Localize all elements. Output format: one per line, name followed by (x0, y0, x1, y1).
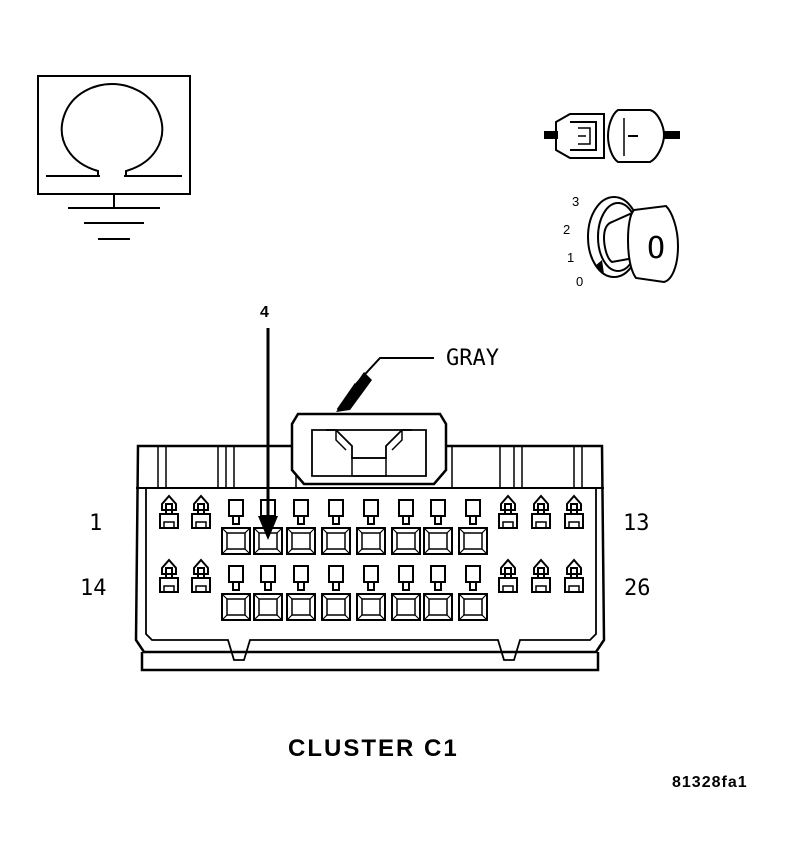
pin-10 (458, 499, 488, 555)
pin-1 (159, 495, 179, 529)
connector-color-label: GRAY (446, 346, 499, 371)
pin-19 (321, 565, 351, 621)
ohmmeter-ground-icon (37, 75, 191, 240)
pin-6 (321, 499, 351, 555)
pin-label-top-start: 1 (89, 511, 102, 536)
terminal-row-top (159, 495, 584, 555)
terminal-cavities (159, 495, 584, 621)
pin-label-top-end: 13 (623, 511, 650, 536)
ignition-pos-2: 2 (563, 222, 570, 237)
ignition-pos-0: 0 (576, 274, 583, 289)
pin-22 (423, 565, 453, 621)
pin-25 (531, 559, 551, 593)
color-callout: GRAY (336, 346, 499, 412)
figure-id: 81328fa1 (672, 774, 748, 791)
disconnect-connector-icon (544, 109, 680, 163)
pin-23 (458, 565, 488, 621)
pin-8 (391, 499, 421, 555)
key-letter: O (647, 231, 665, 266)
connector-body (134, 412, 606, 672)
pin-20 (356, 565, 386, 621)
callout-pin-number: 4 (260, 304, 270, 321)
pin-14 (159, 559, 179, 593)
pin-16 (221, 565, 251, 621)
pin-26 (564, 559, 584, 593)
ignition-pos-1: 1 (567, 250, 574, 265)
connector-caption: CLUSTER C1 (288, 735, 459, 762)
ignition-key-icon: 3 2 1 0 O (563, 194, 680, 289)
ignition-pos-3: 3 (572, 194, 579, 209)
pin-3 (221, 499, 251, 555)
pin-7 (356, 499, 386, 555)
terminal-row-bottom (159, 559, 584, 621)
pin-12 (531, 495, 551, 529)
pin-label-bottom-end: 26 (624, 576, 651, 601)
pin-17 (253, 565, 283, 621)
pin-18 (286, 565, 316, 621)
pin-15 (191, 559, 211, 593)
pin-11 (498, 495, 518, 529)
pin-2 (191, 495, 211, 529)
pin-5 (286, 499, 316, 555)
pin-24 (498, 559, 518, 593)
pin-21 (391, 565, 421, 621)
pin-label-bottom-start: 14 (80, 576, 107, 601)
pin-13 (564, 495, 584, 529)
pin-9 (423, 499, 453, 555)
